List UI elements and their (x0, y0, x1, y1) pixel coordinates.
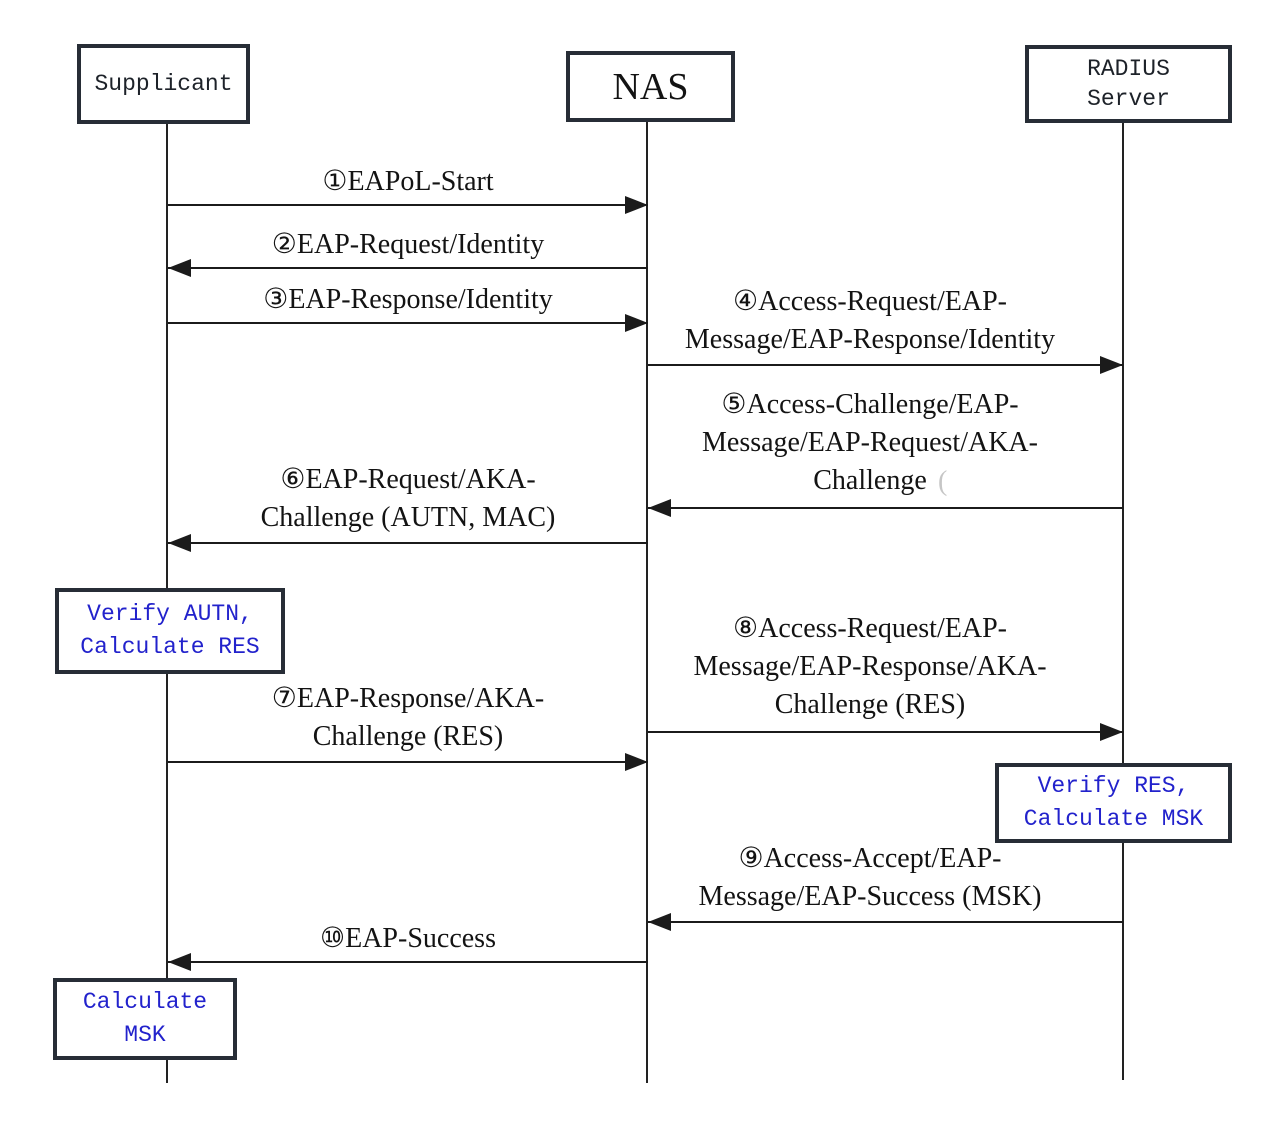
actor-box-radius-server: RADIUS Server (1025, 45, 1232, 123)
message-arrow-7-eap-response-aka-challenge (168, 753, 648, 771)
note-box-verify-res-calculate-msk: Verify RES, Calculate MSK (995, 763, 1232, 843)
note-box-verify-autn-calculate-res: Verify AUTN, Calculate RES (55, 588, 285, 674)
message-label-1: ①EAPoL-Start (322, 166, 494, 197)
actor-label-radius-server: RADIUS Server (1087, 56, 1170, 112)
message-arrow-6-eap-request-aka-challenge (168, 534, 648, 552)
message-label-8: ⑧Access-Request/EAP- Message/EAP-Respons… (693, 613, 1047, 720)
note-label-verify-autn-calculate-res: Verify AUTN, Calculate RES (80, 601, 260, 660)
actor-label-supplicant: Supplicant (94, 71, 233, 97)
actor-box-nas: NAS (566, 51, 735, 122)
message-arrow-2-eap-request-identity (168, 259, 648, 277)
message-arrow-9-access-accept (648, 913, 1123, 931)
lifeline-nas (646, 122, 648, 1083)
note-label-verify-res-calculate-msk: Verify RES, Calculate MSK (1023, 773, 1204, 832)
lifeline-radius-server (1122, 123, 1124, 1080)
message-label-7: ⑦EAP-Response/AKA- Challenge (RES) (271, 683, 545, 752)
message-5-faint-paren: ( (938, 466, 948, 497)
actor-box-supplicant: Supplicant (77, 44, 250, 124)
message-label-5: ⑤Access-Challenge/EAP- Message/EAP-Reque… (702, 389, 1038, 496)
note-box-calculate-msk: Calculate MSK (53, 978, 237, 1060)
message-label-9: ⑨Access-Accept/EAP- Message/EAP-Success … (698, 843, 1042, 912)
actor-label-nas: NAS (612, 65, 689, 108)
message-label-3: ③EAP-Response/Identity (263, 284, 553, 315)
message-arrow-10-eap-success (168, 953, 648, 971)
message-arrow-8-access-request-aka-challenge (648, 723, 1123, 741)
message-arrow-5-access-challenge (648, 499, 1123, 517)
message-label-2: ②EAP-Request/Identity (271, 229, 545, 260)
message-arrow-3-eap-response-identity (168, 314, 648, 332)
message-arrow-4-access-request (648, 356, 1123, 374)
note-label-calculate-msk: Calculate MSK (82, 989, 208, 1048)
message-label-6: ⑥EAP-Request/AKA- Challenge (AUTN, MAC) (260, 464, 556, 533)
message-arrow-1-eapol-start (168, 196, 648, 214)
message-label-4: ④Access-Request/EAP- Message/EAP-Respons… (684, 286, 1056, 355)
message-label-10: ⑩EAP-Success (320, 923, 496, 954)
